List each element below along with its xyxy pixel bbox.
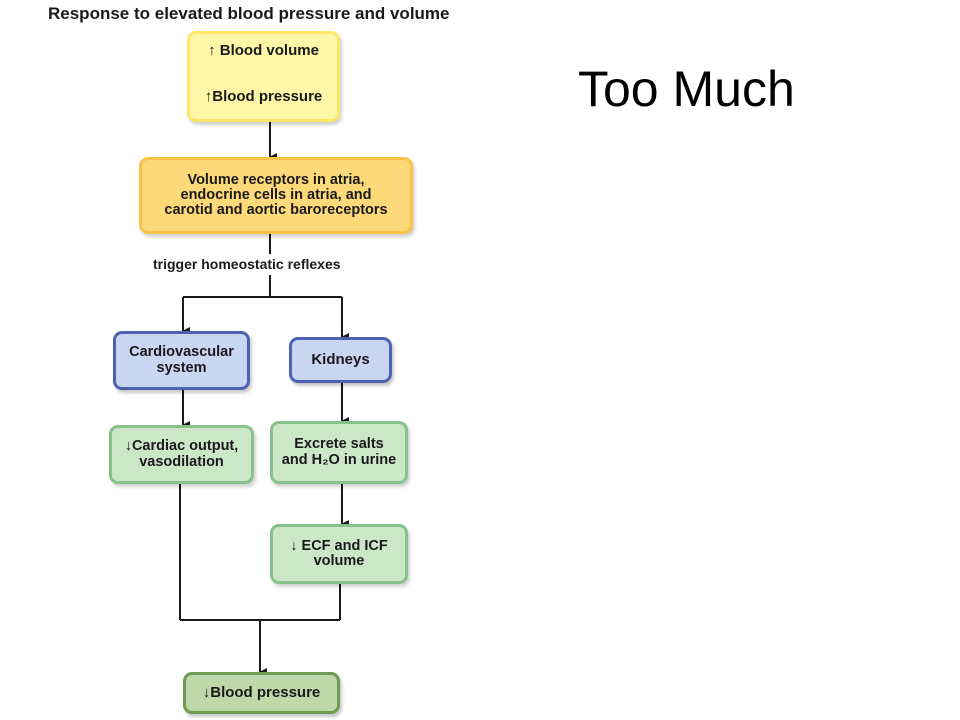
elevated-volume-pressure-box: ↑ Blood volume ↑Blood pressure	[187, 31, 340, 122]
blood-pressure-up-label: ↑Blood pressure	[204, 88, 323, 105]
blood-volume-up-label: ↑ Blood volume	[208, 42, 319, 59]
cardiovascular-label: Cardiovascular system	[129, 344, 234, 376]
excrete-label: Excrete salts and H₂O in urine	[281, 436, 397, 468]
receptors-box: Volume receptors in atria, endocrine cel…	[139, 157, 413, 234]
kidneys-box: Kidneys	[289, 337, 392, 383]
ecf-icf-box: ↓ ECF and ICF volume	[270, 524, 408, 584]
cardiovascular-box: Cardiovascular system	[113, 331, 250, 390]
diagram-title: Response to elevated blood pressure and …	[48, 4, 450, 23]
blood-pressure-down-box: ↓Blood pressure	[183, 672, 340, 714]
excrete-box: Excrete salts and H₂O in urine	[270, 421, 408, 484]
cardiac-output-label: ↓Cardiac output, vasodilation	[124, 438, 239, 470]
slide-title: Too Much	[578, 61, 795, 117]
ecf-icf-label: ↓ ECF and ICF volume	[290, 537, 388, 569]
kidneys-label: Kidneys	[311, 351, 370, 369]
trigger-reflexes-label: trigger homeostatic reflexes	[153, 256, 341, 272]
blood-pressure-down-label: ↓Blood pressure	[202, 684, 321, 702]
receptors-label: Volume receptors in atria, endocrine cel…	[164, 171, 388, 219]
cardiac-output-box: ↓Cardiac output, vasodilation	[109, 425, 254, 484]
